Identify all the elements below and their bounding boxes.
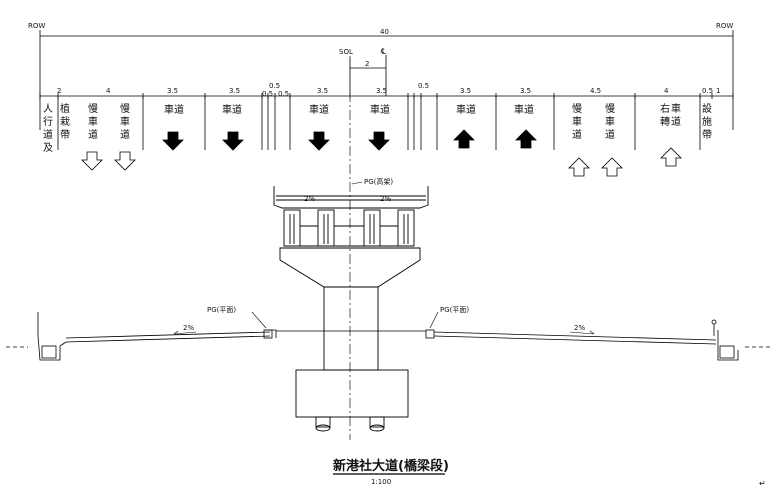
lane-label-slow-3: 慢車道: [572, 103, 582, 141]
road-slope-right-arrow: [569, 330, 595, 335]
arrow-up-icon: [601, 157, 623, 177]
arrow-down-icon: [162, 131, 184, 151]
arrow-up-icon: [453, 129, 475, 149]
seg-width-8: 3.5: [520, 87, 531, 95]
pg-at-grade-right-label: PG(平面): [440, 306, 469, 314]
arrow-up-icon: [660, 147, 682, 167]
drawing-scale: 1:100: [371, 478, 391, 486]
pg-left-leader: [251, 311, 267, 329]
lane-label-2: 車道: [222, 103, 242, 116]
row-left-label: ROW: [28, 22, 45, 30]
lane-label-6: 車道: [514, 103, 534, 116]
lane-labels: 人行道及 植栽帶 慢車道 慢車道 車道 車道 車道 車道 車道 車道 慢車道 慢…: [43, 102, 712, 154]
seg-width-6: 3.5: [376, 87, 387, 95]
lane-label-5: 車道: [456, 103, 476, 116]
thin-width-a: 0.5: [269, 82, 280, 90]
deck-slope-left: 2%: [304, 195, 315, 203]
centerline-label: ℄: [381, 47, 387, 56]
arrow-up-icon: [515, 129, 537, 149]
seg-width-7: 3.5: [460, 87, 471, 95]
arrow-down-icon: [368, 131, 390, 151]
at-grade-road-left: [6, 312, 277, 361]
return-mark: ↵: [759, 479, 766, 488]
thin-width-d: 0.5: [418, 82, 429, 90]
total-width-label: 40: [380, 28, 389, 36]
bridge-deck: [273, 186, 429, 249]
lane-label-4: 車道: [370, 103, 390, 116]
road-slope-left-arrow: [173, 330, 197, 335]
foundation: [295, 369, 409, 432]
pg-elevated-label: PG(高架): [364, 177, 393, 186]
thin-width-f: 1: [716, 87, 720, 95]
lane-label-planting: 植栽帶: [60, 102, 70, 141]
road-slope-right: 2%: [574, 324, 585, 332]
row-right-label: ROW: [716, 22, 733, 30]
pg-leader: [351, 181, 363, 185]
deck-slope-right: 2%: [380, 195, 391, 203]
arrow-down-icon: [81, 151, 103, 171]
sol-label: SOL: [339, 48, 353, 56]
lane-label-slow-1: 慢車道: [88, 103, 98, 141]
drawing-title: 新港社大道(橋梁段): [333, 458, 449, 474]
seg-width-9: 4.5: [590, 87, 601, 95]
pg-right-leader: [429, 311, 439, 329]
seg-width-10: 4: [664, 87, 669, 95]
lane-label-slow-2: 慢車道: [120, 103, 130, 141]
seg-width-2: 4: [106, 87, 111, 95]
arrow-down-icon: [114, 151, 136, 171]
pg-at-grade-left-label: PG(平面): [207, 306, 236, 314]
seg-width-4: 3.5: [229, 87, 240, 95]
thin-width-b: 0.5: [262, 90, 273, 98]
lane-label-right-turn: 右轉車道: [660, 102, 681, 128]
seg-width-3: 3.5: [167, 87, 178, 95]
direction-arrows: [81, 129, 682, 177]
arrow-up-icon: [568, 157, 590, 177]
offset-label: 2: [365, 60, 369, 68]
road-slope-left: 2%: [183, 324, 194, 332]
lane-label-slow-4: 慢車道: [605, 103, 615, 141]
thin-width-c: 0.5: [278, 90, 289, 98]
seg-width-5: 3.5: [317, 87, 328, 95]
at-grade-road-right: [425, 319, 772, 361]
lane-dividers: [57, 96, 701, 150]
thin-width-e: 0.5: [702, 87, 713, 95]
arrow-down-icon: [222, 131, 244, 151]
arrow-down-icon: [308, 131, 330, 151]
seg-width-1: 2: [57, 87, 61, 95]
lane-label-1: 車道: [164, 103, 184, 116]
lane-label-3: 車道: [309, 103, 329, 116]
lane-label-facility: 設施帶: [702, 102, 712, 141]
lane-label-sidewalk: 人行道及: [43, 103, 53, 154]
